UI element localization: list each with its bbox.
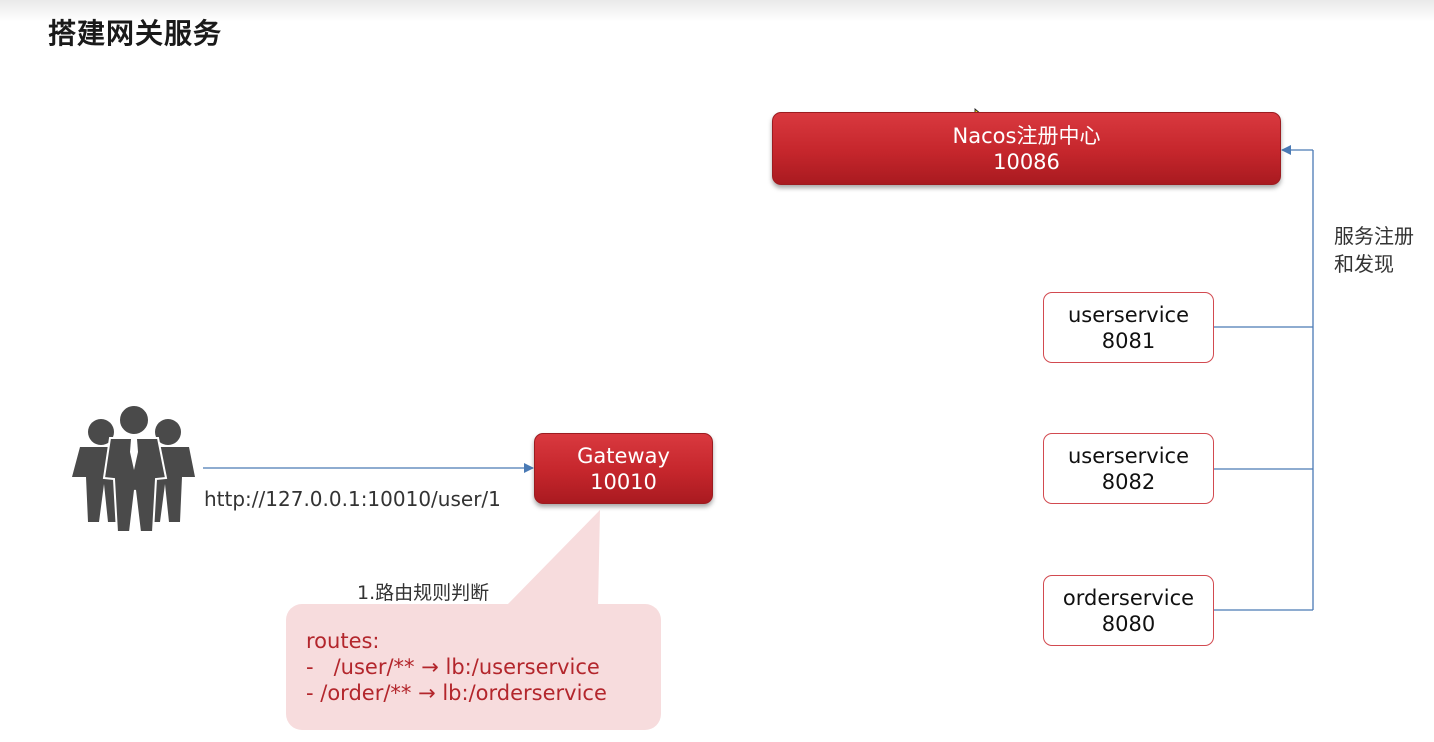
service-name: userservice <box>1067 443 1190 468</box>
service-port: 8080 <box>1101 611 1156 636</box>
nacos-name: Nacos注册中心 <box>952 123 1101 148</box>
route-rule-order: - /order/** → lb:/orderservice <box>306 681 607 705</box>
routes-header: routes: <box>306 629 380 653</box>
registration-label-line: 服务注册 <box>1334 224 1414 248</box>
gateway-name: Gateway <box>577 443 670 468</box>
top-shade <box>0 0 1434 22</box>
routing-label: 1.路由规则判断 <box>357 582 490 604</box>
registration-label: 服务注册 和发现 <box>1334 222 1434 278</box>
page-title: 搭建网关服务 <box>48 17 223 50</box>
service-box-orderservice-8080: orderservice 8080 <box>1043 575 1214 646</box>
registration-connector <box>1213 145 1314 611</box>
service-box-userservice-8081: userservice 8081 <box>1043 292 1214 363</box>
registration-label-line: 和发现 <box>1334 252 1394 276</box>
service-name: orderservice <box>1062 585 1195 610</box>
route-rule-user: - /user/** → lb:/userservice <box>306 655 600 679</box>
service-box-userservice-8082: userservice 8082 <box>1043 433 1214 504</box>
nacos-registry-box: Nacos注册中心 10086 <box>772 112 1281 185</box>
gateway-box: Gateway 10010 <box>534 433 713 504</box>
callout-tail <box>506 510 600 606</box>
request-url-label: http://127.0.0.1:10010/user/1 <box>204 487 501 511</box>
nacos-port: 10086 <box>993 149 1060 174</box>
service-port: 8082 <box>1101 469 1156 494</box>
users-icon <box>72 404 195 533</box>
service-port: 8081 <box>1101 328 1156 353</box>
gateway-port: 10010 <box>590 469 657 494</box>
routes-callout: routes: - /user/** → lb:/userservice - /… <box>286 604 661 730</box>
service-name: userservice <box>1067 302 1190 327</box>
